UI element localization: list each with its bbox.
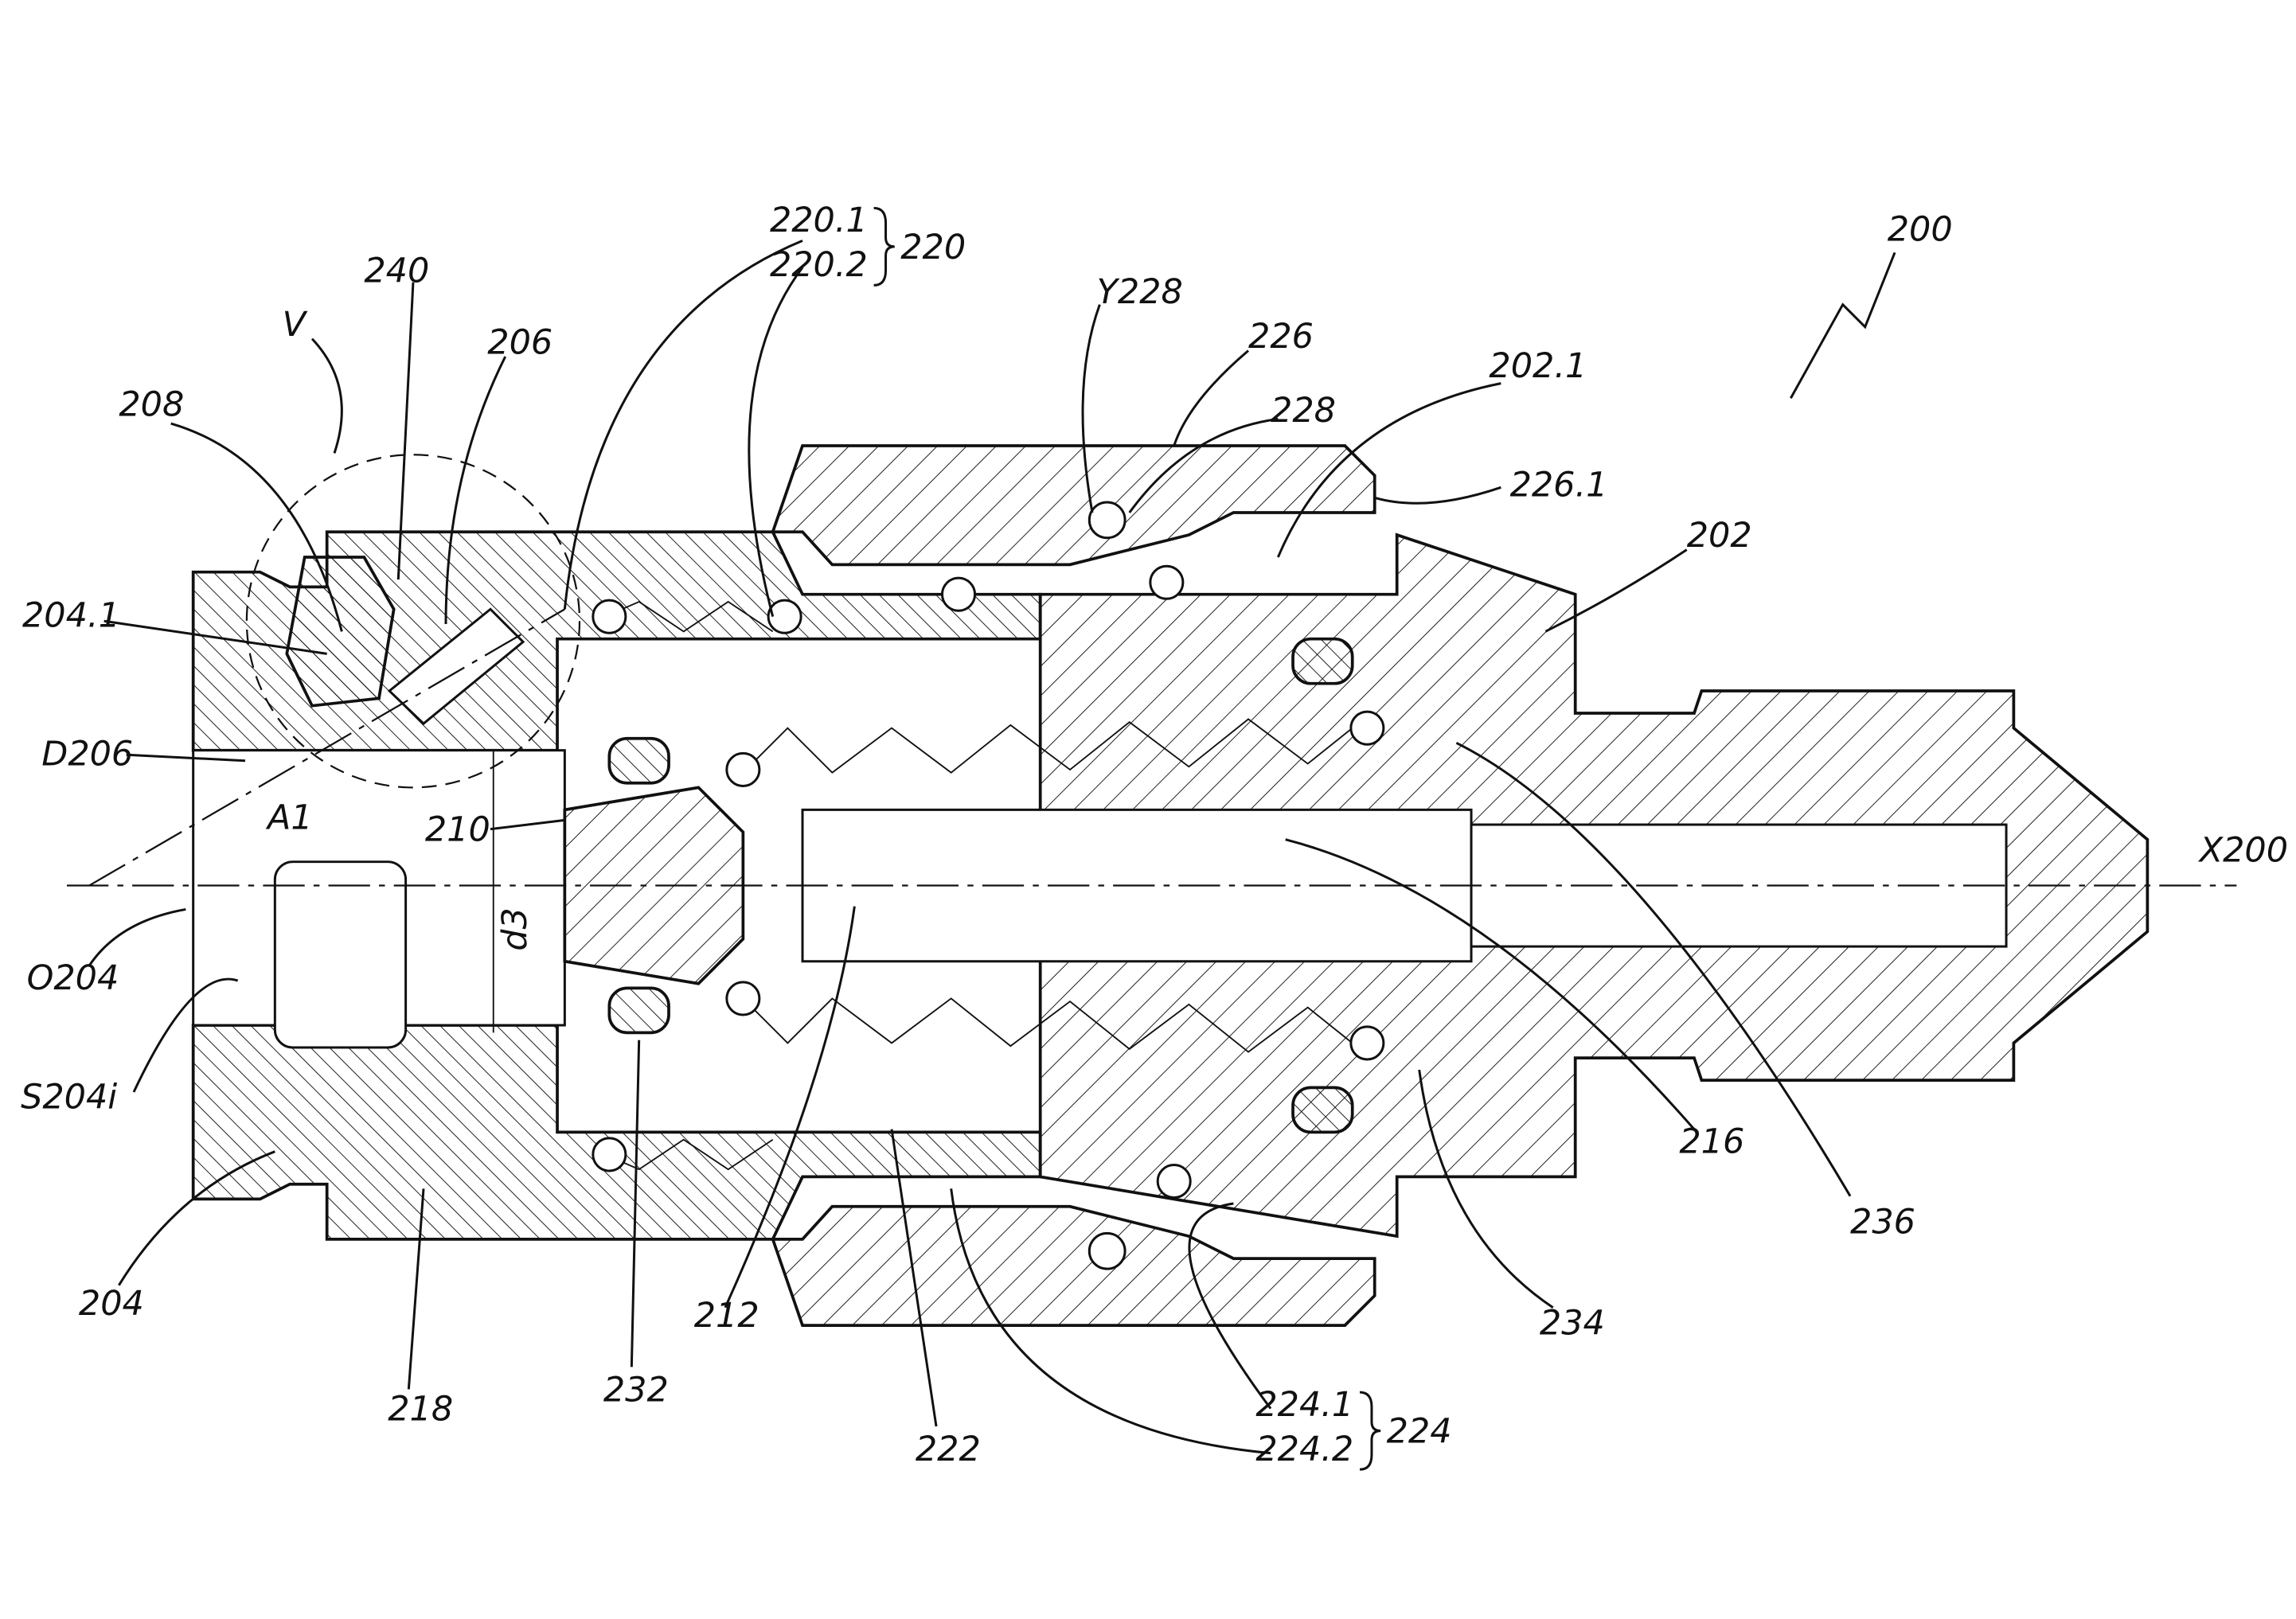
label-X200: X200 [2198, 831, 2288, 871]
ball [1158, 1165, 1190, 1197]
label-A1: A1 [265, 798, 313, 838]
label-V: V [283, 305, 308, 345]
seal-232 [609, 739, 669, 783]
label-228: 228 [1271, 391, 1336, 431]
label-232: 232 [603, 1370, 669, 1410]
label-224-1: 224.1 [1255, 1385, 1353, 1425]
label-202: 202 [1687, 516, 1752, 556]
ball [727, 982, 759, 1015]
sleeve-226-top [773, 446, 1375, 564]
ball [1351, 712, 1384, 744]
insert [275, 862, 405, 1047]
sleeve-226-bottom [773, 1207, 1375, 1325]
seal [1293, 1087, 1353, 1132]
label-226: 226 [1248, 317, 1314, 357]
label-234: 234 [1540, 1303, 1605, 1343]
arrow-200 [1790, 252, 1895, 398]
label-O204: O204 [27, 958, 119, 998]
label-204-1: 204.1 [22, 596, 120, 636]
ball [942, 578, 974, 611]
label-D206: D206 [41, 734, 133, 774]
label-218: 218 [388, 1390, 453, 1430]
label-d3: d3 [495, 907, 535, 951]
label-Y228: Y228 [1097, 272, 1183, 312]
ball [727, 753, 759, 786]
label-220-2: 220.2 [770, 245, 868, 285]
label-S204i: S204i [21, 1078, 117, 1118]
label-220: 220 [900, 228, 966, 267]
label-208: 208 [119, 385, 184, 425]
label-224-2: 224.2 [1255, 1430, 1353, 1469]
ball [1089, 502, 1125, 538]
seal-232 [609, 988, 669, 1032]
seal [1293, 639, 1353, 684]
label-222: 222 [916, 1430, 981, 1469]
label-240: 240 [364, 252, 429, 291]
label-200: 200 [1888, 209, 1953, 249]
label-202-1: 202.1 [1489, 346, 1587, 386]
ball [1089, 1233, 1125, 1269]
brace-224 [1360, 1392, 1380, 1469]
label-236: 236 [1850, 1202, 1915, 1242]
label-210: 210 [425, 810, 490, 850]
locking-element-208 [287, 557, 393, 706]
ball [593, 600, 626, 633]
ball [1150, 566, 1183, 599]
brace-220 [874, 208, 895, 285]
label-226-1: 226.1 [1510, 465, 1608, 505]
label-220-1: 220.1 [770, 201, 868, 240]
label-224: 224 [1387, 1412, 1452, 1452]
label-206: 206 [487, 322, 553, 362]
label-204: 204 [79, 1284, 144, 1324]
ball [593, 1138, 626, 1171]
ball [1351, 1027, 1384, 1059]
label-212: 212 [694, 1296, 759, 1336]
ball [768, 600, 801, 633]
label-216: 216 [1679, 1122, 1744, 1162]
